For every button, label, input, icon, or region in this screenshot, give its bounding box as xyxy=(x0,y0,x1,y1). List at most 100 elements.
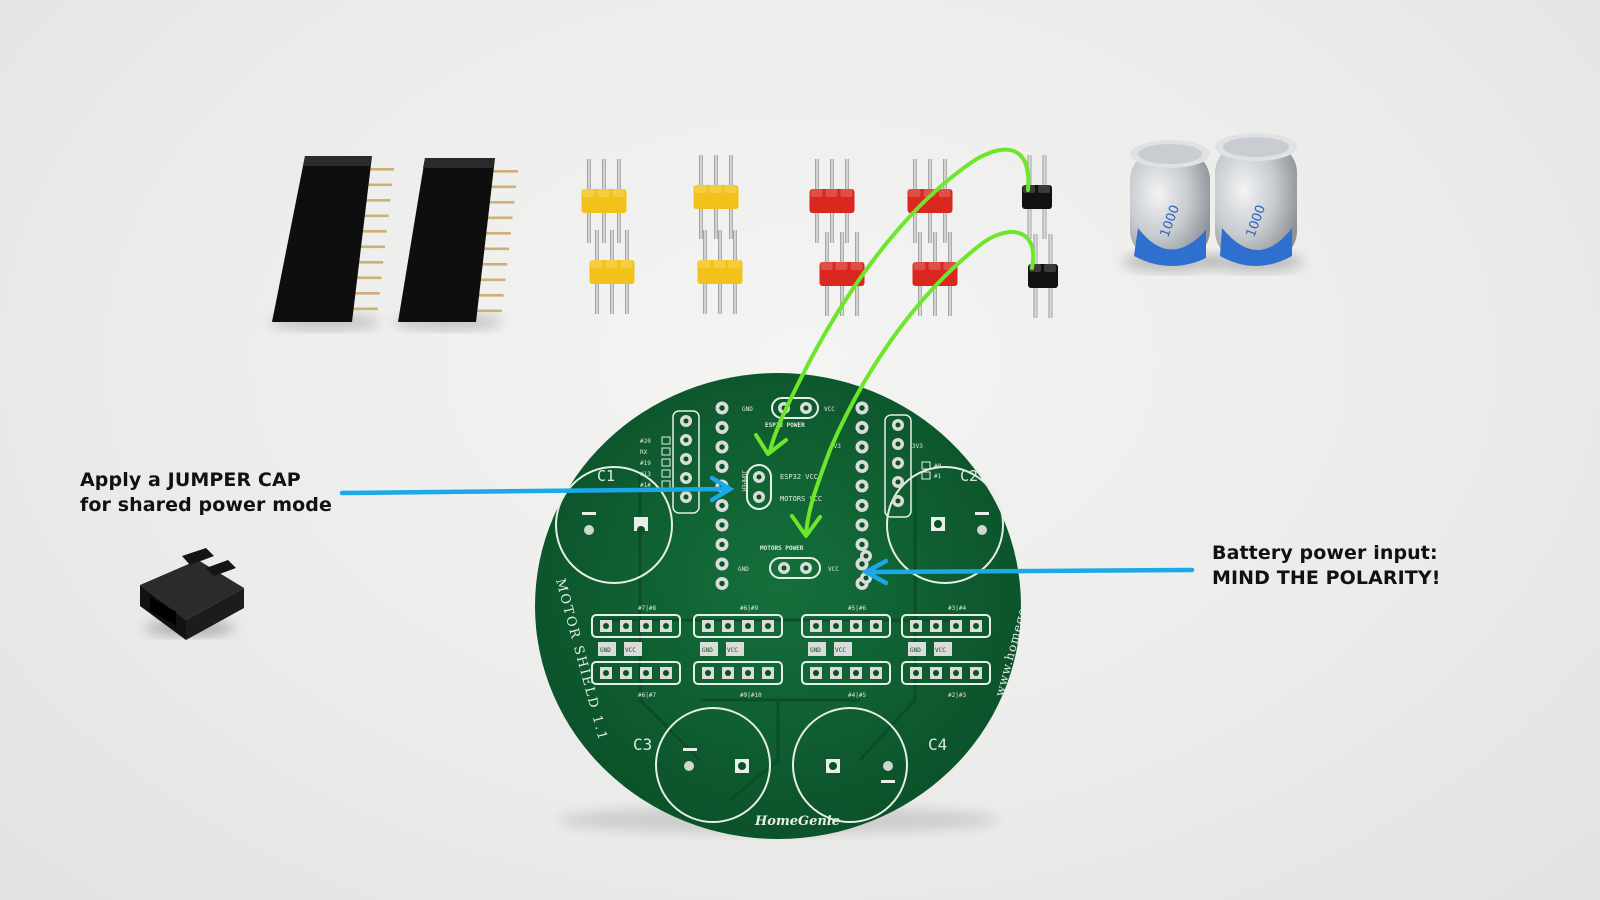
block-outline xyxy=(901,614,991,638)
header-highlight xyxy=(590,260,603,268)
header-body xyxy=(697,260,743,284)
pin xyxy=(825,284,829,316)
header-pin xyxy=(335,307,378,311)
side-header-pad-hole xyxy=(895,441,901,447)
block-gnd-label: GND xyxy=(600,647,611,654)
socket-pad-hole xyxy=(719,580,725,587)
header-highlight xyxy=(835,262,848,270)
v3-label-right: 3V3 xyxy=(912,443,923,450)
esp32-vcc-label: VCC xyxy=(824,406,835,413)
red-header-1 xyxy=(809,159,855,243)
socket-pad-hole xyxy=(859,405,865,411)
socket-pad-hole xyxy=(859,541,865,548)
pin xyxy=(1042,155,1047,189)
pin xyxy=(840,232,844,266)
pin xyxy=(913,159,917,193)
esp32-power-label: ESP32 POWER xyxy=(765,422,805,429)
pin-box xyxy=(661,469,671,478)
pin xyxy=(943,211,947,243)
left-pin-label: #13 xyxy=(640,471,651,478)
left-pin-label: #20 xyxy=(640,438,651,445)
block-bottom-label: #9|#10 xyxy=(740,692,762,699)
pin xyxy=(918,232,922,266)
header-pin xyxy=(461,294,504,297)
v3-label: 3V3 xyxy=(830,443,841,450)
pin xyxy=(825,232,829,266)
vcc-tab xyxy=(624,642,642,656)
socket-pad-hole xyxy=(859,483,865,489)
block-top-label: #6|#9 xyxy=(740,605,758,612)
header-highlight xyxy=(694,185,707,193)
header-body xyxy=(819,262,865,286)
block-hole xyxy=(725,623,731,629)
vcc-tab xyxy=(934,642,952,656)
header-highlight xyxy=(913,262,926,270)
pin xyxy=(714,155,718,189)
pin xyxy=(913,211,917,243)
battery-callout-line2: MIND THE POLARITY! xyxy=(1212,567,1441,589)
pin-box xyxy=(921,471,931,480)
header-pin xyxy=(346,214,389,218)
motors-gnd-label: GND xyxy=(738,566,749,573)
header-highlight xyxy=(825,189,838,197)
jumper-label: JUMPER xyxy=(740,470,747,492)
battery-pad-hole xyxy=(863,553,869,559)
pin xyxy=(830,211,834,243)
header-pin xyxy=(341,261,384,264)
block-bottom-label: #6|#7 xyxy=(638,692,656,699)
block-outline xyxy=(591,661,681,685)
block-hole xyxy=(643,670,649,676)
header-highlight xyxy=(597,189,610,197)
block-hole xyxy=(813,670,819,676)
right-header-outline xyxy=(884,414,912,518)
header-pin xyxy=(472,201,515,204)
side-header-pad-hole xyxy=(683,456,689,462)
battery-callout: Battery power input: MIND THE POLARITY! xyxy=(1212,541,1441,591)
c3-footprint xyxy=(655,707,771,823)
header-highlight xyxy=(1038,185,1050,193)
header-body xyxy=(589,260,635,284)
pin xyxy=(602,159,606,193)
block-hole xyxy=(853,623,859,629)
motors-power-label: MOTORS POWER xyxy=(760,545,804,552)
callout-arrows xyxy=(339,475,1195,586)
socket-pad-hole xyxy=(719,522,725,528)
header-highlight xyxy=(908,189,921,197)
pin xyxy=(845,159,849,193)
pin xyxy=(610,282,614,314)
pin xyxy=(595,230,599,264)
side-header-pad-hole xyxy=(683,437,689,443)
pin xyxy=(587,211,591,243)
yellow-header-1 xyxy=(581,159,627,243)
header-highlight xyxy=(810,189,823,197)
pin xyxy=(855,232,859,266)
header-highlight xyxy=(728,260,741,268)
motor-shield-pcb: C1 C2 C3 C4 GND VCC ESP32 POWER JUMPER E… xyxy=(535,373,1039,839)
gnd-tab xyxy=(808,642,826,656)
c3-label: C3 xyxy=(633,735,652,754)
gnd-tab xyxy=(598,642,616,656)
pin xyxy=(625,282,629,314)
jumper-cap-callout: Apply a JUMPER CAP for shared power mode xyxy=(80,468,332,518)
battery-pad-hole xyxy=(863,575,869,581)
block-hole xyxy=(873,670,879,676)
block-hole xyxy=(953,670,959,676)
block-hole xyxy=(813,623,819,629)
left-pin-label: RX xyxy=(640,449,648,456)
header-pin xyxy=(476,170,518,173)
block-hole xyxy=(725,670,731,676)
header-body xyxy=(912,262,958,286)
header-pin xyxy=(337,292,380,295)
red-header-3 xyxy=(819,232,865,316)
c2-label: C2 xyxy=(960,467,978,485)
header-highlight xyxy=(840,189,853,197)
c4-footprint xyxy=(792,707,908,823)
block-vcc-label: VCC xyxy=(835,647,846,654)
header-highlight xyxy=(938,189,951,197)
header-pin xyxy=(470,216,513,220)
socket-pad-hole xyxy=(859,522,865,528)
pin xyxy=(1027,207,1032,239)
pin xyxy=(733,282,737,314)
